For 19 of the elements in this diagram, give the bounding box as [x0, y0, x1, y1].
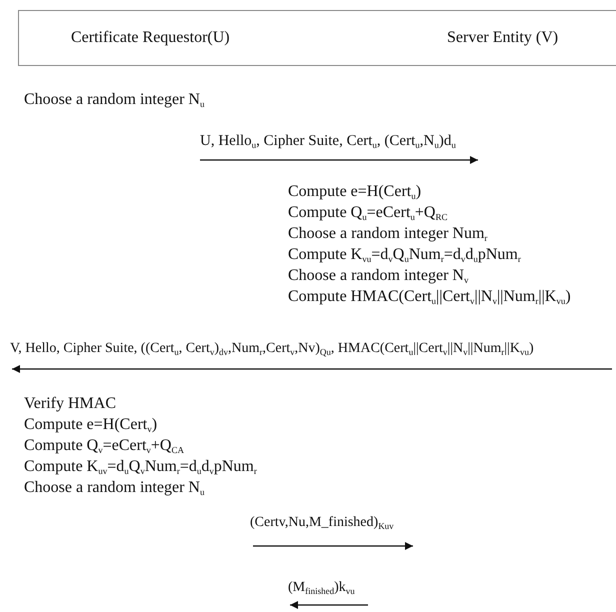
header-box	[18, 10, 616, 66]
message-label: U, Hello$_{u}$, Cipher Suite, Cert$_{u}$, (Cert$_{u}$,N$_{u}$)d$_{u}$	[200, 132, 456, 150]
step-text: Choose a random integer Num$_{r}$	[288, 225, 488, 243]
step-text: Compute K$_{uv}$=d$_{u}$Q$_{v}$Num$_{r}$=d$_{u}$d$_{v}$pNum$_{r}$	[24, 458, 257, 476]
participant-label: Server Entity (V)	[447, 29, 558, 47]
step-text: Verify HMAC	[24, 395, 116, 413]
step-text: Choose a random integer N$_{u}$	[24, 479, 204, 497]
message-label: V, Hello, Cipher Suite, ((Cert$_{u}$, Cert$_{v}$)$_{dv}$,Num$_{r}$,Cert$_{v}$,Nv)$_{Qu}$, HMAC(Cert$_{u}$||Cert$_{v}$||N$_{v}$||Num$_{r}$||K$_{vu}$)	[10, 340, 534, 358]
step-text: Compute Q$_{v}$=eCert$_{v}$+Q$_{CA}$	[24, 437, 184, 455]
step-text: Compute e=H(Cert$_{u}$)	[288, 183, 422, 201]
step-text: Choose a random integer N$_{v}$	[288, 267, 468, 285]
step-text: Compute HMAC(Cert$_{u}$||Cert$_{v}$||N$_{v}$||Num$_{r}$||K$_{vu}$)	[288, 288, 571, 306]
step-text: Compute Q$_{u}$=eCert$_{u}$+Q$_{RC}$	[288, 204, 448, 222]
message-label: (Certv,Nu,M_finished)$_{Kuv}$	[250, 514, 394, 532]
step-text: Compute e=H(Cert$_{v}$)	[24, 416, 158, 434]
participant-label: Certificate Requestor(U)	[71, 29, 230, 47]
message-label: (M$_{finished}$)k$_{vu}$	[288, 579, 355, 597]
step-text: Compute K$_{vu}$=d$_{v}$Q$_{u}$Num$_{r}$=d$_{v}$d$_{u}$pNum$_{r}$	[288, 246, 521, 264]
step-text: Choose a random integer N$_{u}$	[24, 91, 204, 109]
